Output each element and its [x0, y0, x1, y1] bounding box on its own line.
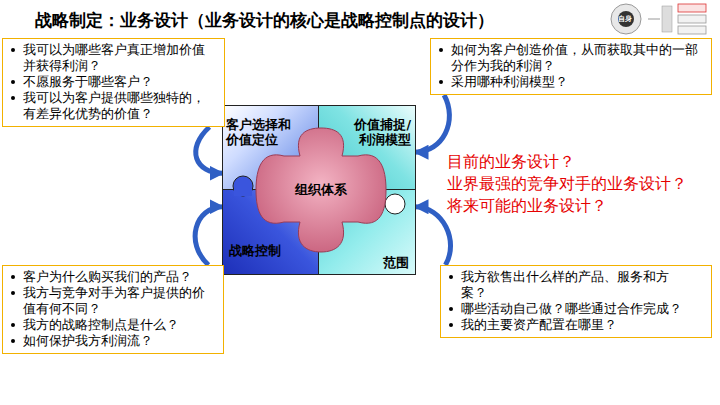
bullet-dot — [439, 48, 443, 52]
question-note: 将来可能的业务设计？ — [447, 196, 607, 217]
bullet-row: 我方欲售出什么样的产品、服务和方案？ — [447, 269, 705, 301]
bullet-dot — [449, 307, 453, 311]
piece-label: 客户选择和价值定位 — [226, 117, 296, 147]
piece-label: 战略控制 — [229, 243, 281, 258]
bullet-row: 不愿服务于哪些客户？ — [9, 74, 218, 90]
bullet-row: 我的主要资产配置在哪里？ — [447, 317, 705, 333]
curved-arrow — [196, 127, 223, 173]
center-label: 组织体系 — [256, 182, 386, 197]
curved-arrow — [415, 95, 449, 152]
piece-label: 价值捕捉/利润模型 — [345, 117, 411, 147]
bullet-row: 我方的战略控制点是什么？ — [9, 317, 217, 333]
piece-label: 范围 — [383, 255, 409, 270]
icon-label: 自身 — [618, 14, 632, 24]
bullet-text: 我的主要资产配置在哪里？ — [461, 317, 617, 333]
question-box: 客户为什么购买我们的产品？我方与竞争对手为客户提供的价值有何不同？我方的战略控制… — [2, 265, 224, 354]
question-box: 如何为客户创造价值，从而获取其中的一部分作为我的利润？采用哪种利润模型？ — [430, 38, 712, 95]
bullet-row: 采用哪种利润模型？ — [437, 74, 705, 90]
bullet-dot — [11, 80, 15, 84]
question-box: 我可以为哪些客户真正增加价值并获得利润？不愿服务于哪些客户？我可以为客户提供哪些… — [2, 38, 225, 127]
bullet-text: 不愿服务于哪些客户？ — [23, 74, 153, 90]
bullet-row: 如何保护我方利润流？ — [9, 333, 217, 349]
bullet-dot — [11, 96, 15, 100]
bullet-text: 我可以为客户提供哪些独特的，有差异化优势的价值？ — [23, 90, 213, 122]
question-box: 我方欲售出什么样的产品、服务和方案？哪些活动自己做？哪些通过合作完成？我的主要资… — [440, 265, 712, 338]
bullet-dot — [439, 80, 443, 84]
title-text: 战略制定：业务设计（业务设计的核心是战略控制点的设计） — [35, 9, 494, 32]
bullet-dot — [11, 48, 15, 52]
question-note: 业界最强的竞争对手的业务设计？ — [447, 174, 687, 195]
bullet-row: 我可以为哪些客户真正增加价值并获得利润？ — [9, 42, 218, 74]
bullet-row: 如何为客户创造价值，从而获取其中的一部分作为我的利润？ — [437, 42, 705, 74]
bullet-dot — [11, 323, 15, 327]
bullet-text: 如何为客户创造价值，从而获取其中的一部分作为我的利润？ — [451, 42, 705, 74]
bullet-dot — [11, 275, 15, 279]
bullet-row: 客户为什么购买我们的产品？ — [9, 269, 217, 285]
bullet-text: 客户为什么购买我们的产品？ — [23, 269, 192, 285]
bullet-row: 我可以为客户提供哪些独特的，有差异化优势的价值？ — [9, 90, 218, 122]
curved-arrow — [415, 207, 451, 265]
bullet-dot — [449, 275, 453, 279]
bullet-text: 我方的战略控制点是什么？ — [23, 317, 179, 333]
bullet-row: 我方与竞争对手为客户提供的价值有何不同？ — [9, 285, 217, 317]
bullet-text: 我可以为哪些客户真正增加价值并获得利润？ — [23, 42, 213, 74]
bullet-text: 哪些活动自己做？哪些通过合作完成？ — [461, 301, 682, 317]
curved-arrow — [195, 207, 223, 265]
bullet-text: 如何保护我方利润流？ — [23, 333, 153, 349]
bullet-text: 采用哪种利润模型？ — [451, 74, 568, 90]
puzzle-frame: 客户选择和价值定位 价值捕捉/利润模型战略控制范围 组织体系 — [222, 105, 416, 275]
bullet-dot — [11, 339, 15, 343]
question-note: 目前的业务设计？ — [447, 152, 575, 173]
bullet-dot — [449, 323, 453, 327]
bullet-dot — [11, 291, 15, 295]
bullet-row: 哪些活动自己做？哪些通过合作完成？ — [447, 301, 705, 317]
bullet-text: 我方与竞争对手为客户提供的价值有何不同？ — [23, 285, 213, 317]
bullet-text: 我方欲售出什么样的产品、服务和方案？ — [461, 269, 686, 301]
